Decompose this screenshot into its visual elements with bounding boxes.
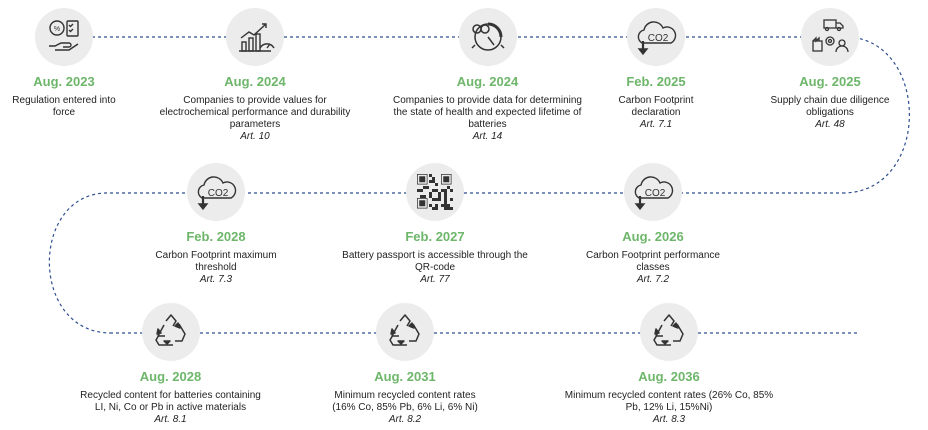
milestone-description: Minimum recycled content rates (16% Co, … (332, 390, 478, 413)
milestone-date: Aug. 2028 (139, 369, 202, 384)
milestone-date: Aug. 2026 (622, 229, 684, 244)
milestone-article: Art. 8.1 (154, 414, 187, 425)
milestone-feb-2025: CO2 Feb. 2025 Carbon Footprint declarati… (600, 8, 712, 131)
milestone-description: Supply chain due diligence obligations (770, 95, 890, 118)
svg-text:CO2: CO2 (208, 188, 229, 199)
milestone-article: Art. 7.1 (639, 119, 673, 130)
recycle-icon (376, 303, 434, 361)
milestone-aug-2031: Aug. 2031 Minimum recycled content rates… (320, 303, 490, 426)
milestone-date: Feb. 2025 (626, 74, 686, 89)
milestone-aug-2023: % Aug. 2023 Regulation entered into forc… (0, 8, 128, 119)
supply-chain-icon (801, 8, 859, 66)
milestone-date: Feb. 2028 (186, 229, 246, 244)
milestone-description: Companies to provide values for electroc… (159, 95, 351, 130)
milestone-aug-2025: Aug. 2025 Supply chain due diligence obl… (770, 8, 890, 131)
milestone-description: Carbon Footprint performance classes (586, 250, 720, 273)
milestone-description: Minimum recycled content rates (26% Co, … (564, 390, 774, 413)
milestone-date: Aug. 2024 (224, 74, 286, 89)
milestone-aug-2026: CO2 Aug. 2026 Carbon Footprint performan… (568, 163, 738, 286)
milestone-date: Aug. 2023 (33, 74, 95, 89)
recycle-icon (141, 303, 200, 361)
milestone-feb-2027: Feb. 2027 Battery passport is accessible… (336, 163, 534, 286)
milestone-aug-2028: Aug. 2028 Recycled content for batteries… (68, 303, 273, 426)
milestone-description: Carbon Footprint maximum threshold (155, 250, 277, 273)
milestone-description: Recycled content for batteries containin… (80, 390, 261, 413)
co2-cloud-icon: CO2 (187, 163, 245, 221)
milestone-date: Aug. 2024 (456, 74, 519, 89)
milestone-date: Aug. 2031 (374, 369, 436, 384)
milestone-aug-2036: Aug. 2036 Minimum recycled content rates… (553, 303, 785, 426)
milestone-article: Art. 10 (240, 131, 270, 142)
milestone-article: Art. 48 (815, 119, 845, 130)
milestone-date: Aug. 2025 (799, 74, 861, 89)
milestone-date: Feb. 2027 (405, 229, 465, 244)
svg-text:%: % (54, 26, 60, 33)
milestone-description: Battery passport is accessible through t… (342, 250, 528, 273)
qr-code-icon (406, 163, 464, 221)
hand-holding-checklist-icon: % (35, 8, 93, 66)
milestone-aug-2024-health: Aug. 2024 Companies to provide data for … (385, 8, 590, 143)
milestone-article: Art. 8.3 (652, 414, 686, 425)
battery-health-cycle-icon (458, 8, 517, 66)
performance-gauge-icon (226, 8, 284, 66)
milestone-article: Art. 7.3 (199, 274, 233, 285)
milestone-description: Carbon Footprint declaration (618, 95, 694, 118)
svg-text:CO2: CO2 (645, 188, 666, 199)
co2-cloud-icon: CO2 (624, 163, 682, 221)
svg-text:CO2: CO2 (648, 33, 669, 44)
milestone-description: Companies to provide data for determinin… (393, 95, 582, 130)
recycle-icon (640, 303, 698, 361)
milestone-article: Art. 14 (472, 131, 503, 142)
milestone-article: Art. 7.2 (636, 274, 670, 285)
co2-cloud-icon: CO2 (627, 8, 685, 66)
milestone-description: Regulation entered into force (12, 95, 116, 118)
milestone-aug-2024-performance: Aug. 2024 Companies to provide values fo… (150, 8, 360, 143)
milestone-feb-2028: CO2 Feb. 2028 Carbon Footprint maximum t… (142, 163, 290, 286)
milestone-date: Aug. 2036 (638, 369, 700, 384)
milestone-article: Art. 77 (420, 274, 450, 285)
milestone-article: Art. 8.2 (388, 414, 422, 425)
